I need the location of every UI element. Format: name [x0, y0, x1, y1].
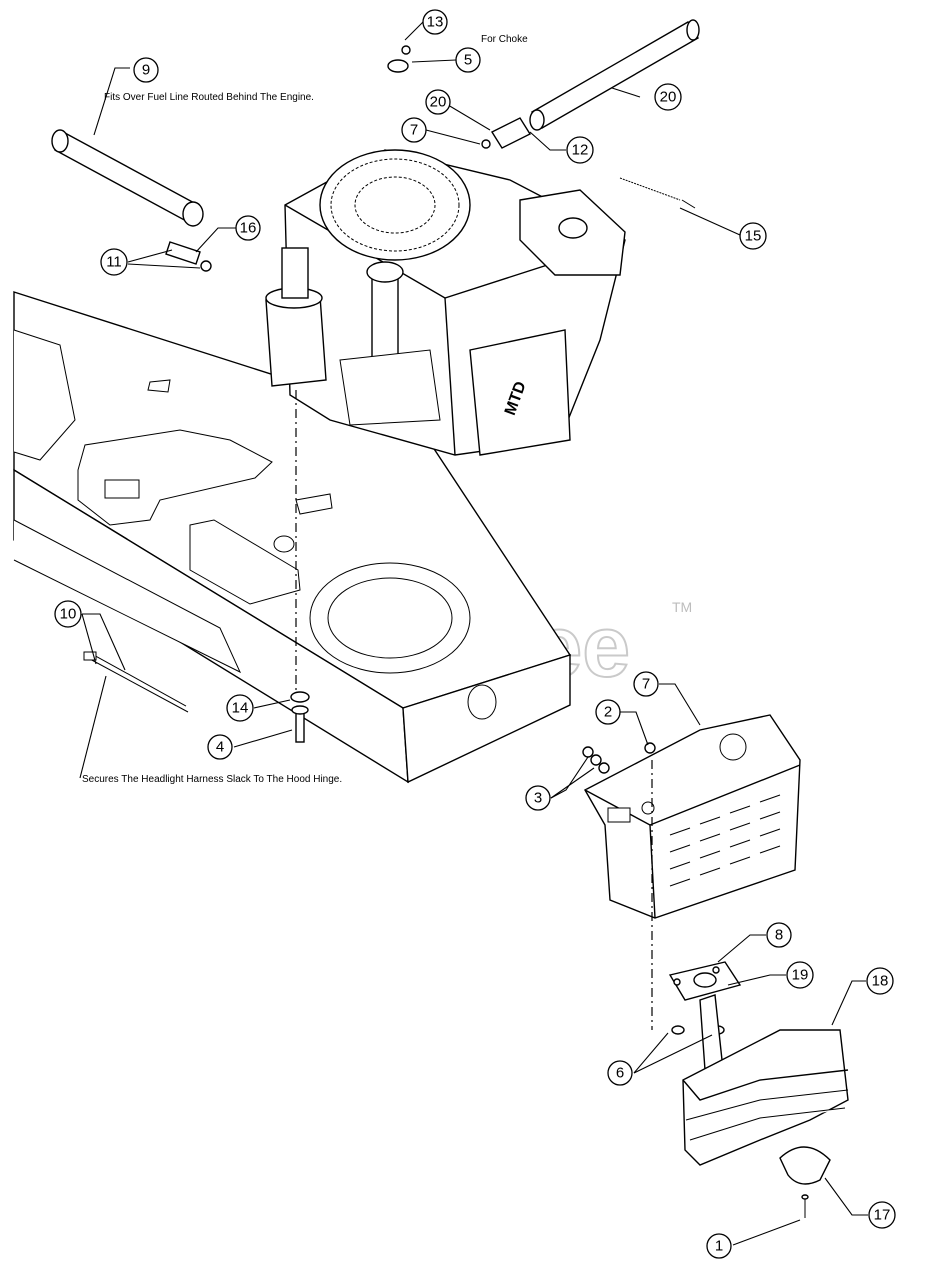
bolt-4 [291, 705, 309, 743]
chassis-frame [13, 291, 572, 784]
callout-16: 16 [235, 215, 261, 241]
callout-9: 9 [133, 57, 159, 83]
shield-nuts [582, 742, 656, 774]
svg-text:1: 1 [715, 1238, 723, 1255]
svg-text:4: 4 [216, 739, 224, 756]
svg-text:17: 17 [874, 1207, 891, 1224]
callout-10: 10 [54, 600, 82, 628]
exhaust-gasket [668, 961, 742, 1001]
svg-text:7: 7 [642, 676, 650, 693]
svg-text:20: 20 [660, 89, 677, 106]
cable-tie [83, 651, 189, 713]
choke-clip [387, 45, 411, 73]
callout-15: 15 [739, 222, 767, 250]
svg-text:2: 2 [604, 704, 612, 721]
muffler-heat-shield [584, 714, 801, 919]
svg-text:8: 8 [775, 927, 783, 944]
spark-arrestor-cup [779, 1146, 831, 1185]
fuel-line-sleeve [51, 129, 204, 227]
svg-text:18: 18 [872, 973, 889, 990]
callout-3: 3 [525, 785, 551, 811]
svg-text:10: 10 [60, 606, 77, 623]
svg-text:5: 5 [464, 52, 472, 69]
callout-8: 8 [766, 922, 792, 948]
note-fuel-line: Fits Over Fuel Line Routed Behind The En… [104, 92, 314, 103]
hose-clamp [165, 241, 212, 272]
svg-text:11: 11 [106, 254, 122, 271]
svg-text:TM: TM [672, 599, 692, 615]
svg-text:3: 3 [534, 790, 542, 807]
choke-tube [529, 19, 700, 131]
callout-4: 4 [207, 734, 233, 760]
callout-19: 19 [786, 961, 814, 989]
callout-12: 12 [566, 136, 594, 164]
svg-text:6: 6 [616, 1065, 624, 1082]
note-headlight-harness: Secures The Headlight Harness Slack To T… [82, 774, 342, 785]
engine: MTD [265, 149, 626, 456]
callout-20-tube: 20 [654, 83, 682, 111]
callout-7-shield: 7 [633, 671, 659, 697]
svg-text:19: 19 [792, 967, 809, 984]
callout-1: 1 [706, 1233, 732, 1259]
washer-14 [290, 691, 310, 703]
callout-20-fitting: 20 [425, 89, 451, 115]
choke-spring [619, 177, 696, 209]
screw-1 [801, 1194, 809, 1218]
callout-7-engine: 7 [401, 117, 427, 143]
callout-13: 13 [422, 9, 448, 35]
callout-2: 2 [595, 699, 621, 725]
svg-text:9: 9 [142, 62, 150, 79]
svg-text:20: 20 [430, 94, 447, 111]
leader-lines [79, 21, 868, 1246]
callout-18: 18 [866, 967, 894, 995]
callout-17: 17 [868, 1201, 896, 1229]
choke-fitting [481, 117, 532, 149]
callout-5: 5 [455, 47, 481, 73]
shield-vents [669, 794, 781, 887]
muffler [682, 994, 849, 1166]
callout-11: 11 [100, 248, 128, 276]
svg-text:13: 13 [427, 14, 444, 31]
svg-text:7: 7 [410, 122, 418, 139]
svg-text:14: 14 [232, 700, 249, 717]
svg-text:16: 16 [240, 220, 257, 237]
callout-14: 14 [226, 694, 254, 722]
callout-6: 6 [607, 1060, 633, 1086]
note-choke: For Choke [481, 34, 528, 45]
svg-text:12: 12 [572, 142, 589, 159]
svg-text:15: 15 [745, 228, 762, 245]
alignment-lines [295, 390, 653, 1030]
